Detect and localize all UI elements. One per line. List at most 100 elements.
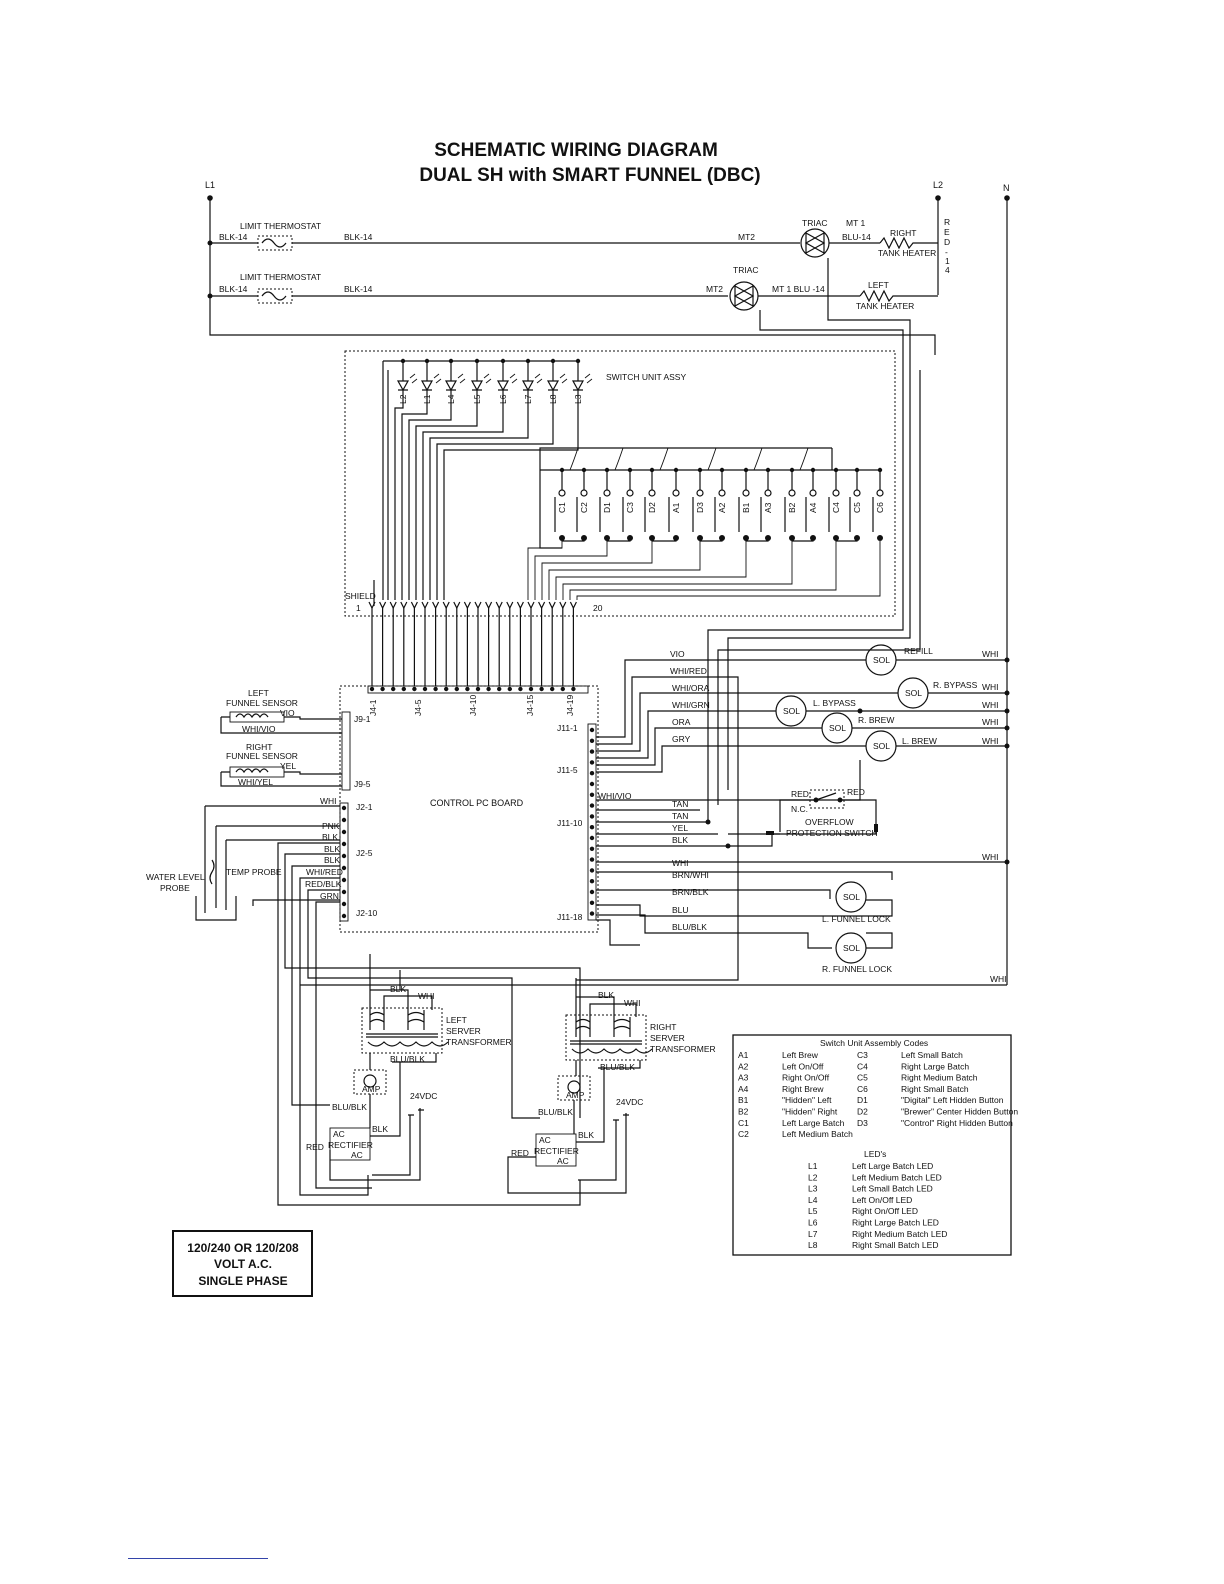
- switch-label: N.C.: [791, 804, 808, 814]
- j2-pin: [341, 877, 347, 883]
- switch-label: B2: [787, 502, 797, 513]
- limit-thermostat-left-label: LIMIT THERMOSTAT: [240, 272, 321, 282]
- connector-arrow-icon: [495, 601, 503, 610]
- switch-node: [559, 467, 565, 473]
- shield-label: SHIELD: [345, 591, 376, 601]
- l2-label: L2: [933, 180, 943, 190]
- code-key: B2: [738, 1107, 749, 1117]
- wire-label: MT 1: [846, 218, 865, 228]
- connector-arrow-icon: [516, 601, 524, 610]
- code-desc: Left Medium Batch: [782, 1129, 853, 1139]
- wire-label: WHI: [982, 736, 999, 746]
- switch-label: C5: [852, 502, 862, 513]
- sol-text: SOL: [783, 706, 800, 716]
- j11-pin: [589, 889, 595, 895]
- switch-label: C4: [831, 502, 841, 513]
- switch-label: OVERFLOW: [805, 817, 854, 827]
- triac-label: TRIAC: [802, 218, 828, 228]
- funnel-sensors: LEFT FUNNEL SENSOR VIO WHI/VIO RIGHT FUN…: [220, 688, 342, 787]
- left-heater-icon: [859, 289, 938, 303]
- wire-label: MT2: [706, 284, 723, 294]
- pin-label: J2-5: [356, 848, 373, 858]
- code-desc: "Control" Right Hidden Button: [901, 1118, 1013, 1128]
- sol-r-bypass: SOL R. BYPASS: [897, 677, 978, 709]
- connector-arrow-icon: [400, 601, 408, 610]
- sol-l-bypass: SOL L. BYPASS: [775, 695, 856, 727]
- switch-hump: [753, 447, 763, 471]
- sol-text: SOL: [843, 892, 860, 902]
- pin-label: J11-1: [557, 723, 578, 733]
- led-wire: [415, 390, 478, 600]
- j4-pin: [539, 686, 544, 692]
- wire-label: BLU/BLK: [600, 1062, 635, 1072]
- connector-arrow-icon: [421, 601, 429, 610]
- sensor-label: RIGHT: [246, 742, 272, 752]
- switch-contact: [672, 489, 680, 497]
- led-title: LED's: [864, 1149, 886, 1159]
- j4-pin: [454, 686, 459, 692]
- j2-pin: [341, 841, 347, 847]
- switch-contact: [764, 489, 772, 497]
- right-funnel-sensor-icon: [235, 768, 269, 774]
- wire-label: RED: [847, 787, 865, 797]
- code-key: D1: [857, 1095, 868, 1105]
- switch-unit-label: SWITCH UNIT ASSY: [606, 372, 686, 382]
- pin-label: J9-5: [354, 779, 371, 789]
- switch-node: [673, 467, 679, 473]
- connector-arrow-icon: [453, 601, 461, 610]
- j4-pin: [369, 686, 375, 692]
- switch-contact: [876, 489, 884, 497]
- sensor-label: FUNNEL SENSOR: [226, 698, 298, 708]
- footer-rule: [128, 1558, 268, 1559]
- switch-node: [810, 467, 816, 473]
- led-icon: [546, 361, 560, 392]
- sol-text: SOL: [843, 943, 860, 953]
- char: 4: [945, 265, 950, 275]
- j2-pin: [341, 805, 347, 811]
- shield-connector: [368, 580, 577, 686]
- sol-refill: SOL REFILL: [865, 644, 933, 676]
- wire-label: WHI: [418, 991, 435, 1001]
- led-desc: Left Small Batch LED: [852, 1184, 933, 1194]
- wire-label: WHI: [672, 858, 689, 868]
- led-wire: [443, 390, 579, 600]
- switch-contact: [696, 489, 704, 497]
- code-desc: "Digital" Left Hidden Button: [901, 1095, 1004, 1105]
- j4-pin: [550, 686, 555, 692]
- code-key: C2: [738, 1129, 749, 1139]
- j4-pin: [391, 686, 396, 692]
- heater-circuit: LIMIT THERMOSTAT LIMIT THERMOSTAT BLK-14…: [207, 217, 950, 820]
- j4-connector: [369, 686, 576, 692]
- code-desc: "Brewer" Center Hidden Button: [901, 1107, 1018, 1117]
- pin-label: J4-10: [468, 694, 478, 716]
- right-transformer: BLK WHI RIGHT SERVER TRANSFORMER BLU/BLK…: [507, 978, 716, 1194]
- connector-arrow-icon: [485, 601, 493, 610]
- code-desc: Right Large Batch: [901, 1061, 969, 1071]
- wire-label: GRY: [672, 734, 691, 744]
- switch-return-wire: [576, 541, 881, 600]
- j11-pin: [589, 911, 595, 916]
- led-desc: Right Medium Batch LED: [852, 1229, 947, 1239]
- code-desc: Left Brew: [782, 1050, 819, 1060]
- code-key: C6: [857, 1084, 868, 1094]
- wire-label: BLU/BLK: [390, 1054, 425, 1064]
- wire-label: BLK: [598, 990, 614, 1000]
- switch-bus: [539, 447, 562, 470]
- switch-return-wire: [541, 541, 653, 600]
- code-desc: Left On/Off: [782, 1061, 824, 1071]
- transformer-label: TRANSFORMER: [650, 1044, 716, 1054]
- wire-label: TAN: [672, 811, 688, 821]
- wire-label: BLU/BLK: [332, 1102, 367, 1112]
- wire-label: BLK: [672, 835, 688, 845]
- switch-hump: [659, 447, 669, 471]
- led-ray-icon: [559, 373, 568, 384]
- switch-label: D2: [647, 502, 657, 513]
- sol-l-brew: SOL L. BREW: [865, 730, 937, 762]
- led-desc: Right Large Batch LED: [852, 1218, 939, 1228]
- diagram-title-line1: SCHEMATIC WIRING DIAGRAM: [434, 140, 718, 161]
- led-desc: Left Large Batch LED: [852, 1161, 933, 1171]
- j2-connector: [341, 805, 347, 919]
- wire-label: TAN: [672, 799, 688, 809]
- switch-contact: [558, 489, 566, 497]
